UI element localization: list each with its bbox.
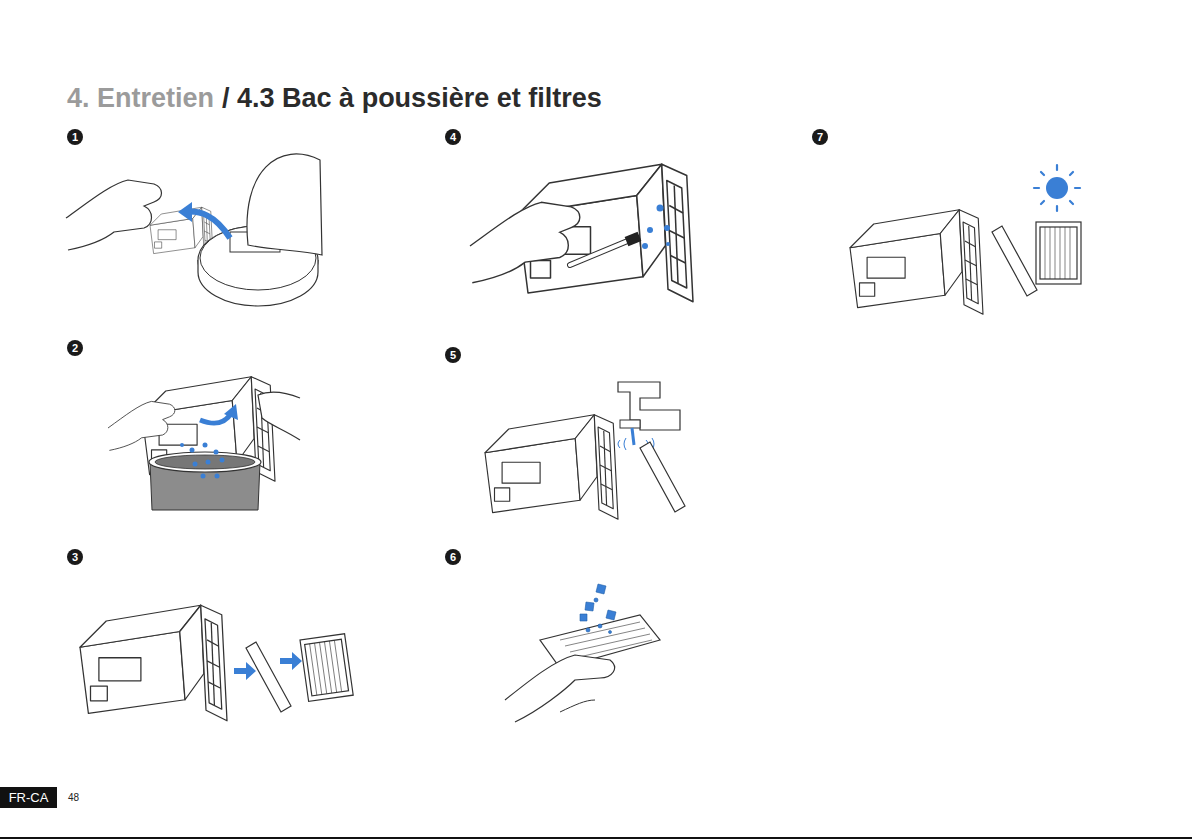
node-text: 1 xyxy=(72,132,78,143)
step3-illustration xyxy=(80,605,353,721)
heading: 4. Entretien/ 4.3 Bac à poussière et fil… xyxy=(67,82,602,114)
step5-illustration xyxy=(485,382,685,519)
bottom-rule xyxy=(0,837,1192,839)
node-text: FR-CA xyxy=(9,790,49,805)
step7-illustration xyxy=(850,165,1081,314)
step2-illustration xyxy=(108,377,300,510)
page-number: 48 xyxy=(68,792,79,804)
subsection-title: / 4.3 Bac à poussière et filtres xyxy=(222,82,602,114)
node-text: 4 xyxy=(450,132,456,143)
section-title: 4. Entretien xyxy=(67,82,214,114)
step-number: 7 xyxy=(812,129,828,145)
node-text: 2 xyxy=(72,343,78,354)
step4-illustration xyxy=(470,164,693,302)
step-number: 5 xyxy=(445,347,461,363)
node-text: 6 xyxy=(450,552,456,563)
step-number: 6 xyxy=(445,549,461,565)
step6-illustration xyxy=(505,584,660,722)
node-text: 3 xyxy=(72,552,78,563)
step-number: 1 xyxy=(67,129,83,145)
language-tag: FR-CA xyxy=(0,787,57,808)
step-number: 2 xyxy=(67,340,83,356)
step1-illustration xyxy=(66,154,322,306)
node-text: 7 xyxy=(817,132,823,143)
node-text: 5 xyxy=(450,350,456,361)
step-number: 3 xyxy=(67,549,83,565)
step-number: 4 xyxy=(445,129,461,145)
